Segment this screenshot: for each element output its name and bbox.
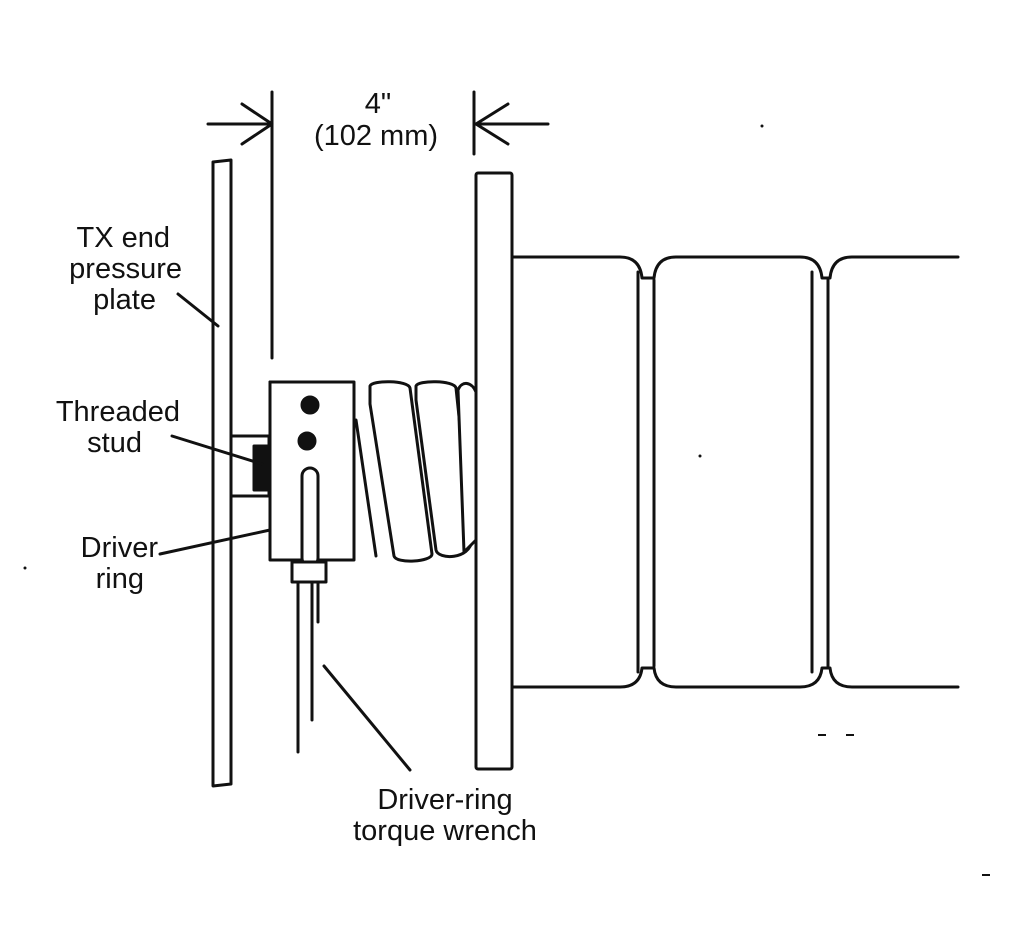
dimension-value: 4" xyxy=(364,88,392,120)
spiral-threads xyxy=(354,380,478,563)
dimension-marker xyxy=(206,90,550,360)
scan-specks xyxy=(23,124,990,876)
torque-wrench xyxy=(290,560,328,754)
threaded-stud-label-line-1: Threaded xyxy=(55,396,180,428)
corrugated-cable xyxy=(510,255,960,689)
pressure-plate xyxy=(211,158,233,788)
leader-lines xyxy=(158,292,412,772)
dimension-metric: (102 mm) xyxy=(313,120,439,152)
driver-ring-label-line-2: ring xyxy=(95,563,144,595)
flange-plate xyxy=(474,171,514,771)
pressure-plate-label-line-2: pressure xyxy=(69,253,182,285)
pressure-plate-label-line-1: TX end xyxy=(76,222,171,254)
torque-wrench-label-line-2: torque wrench xyxy=(353,815,537,847)
threaded-stud-label-line-2: stud xyxy=(87,427,142,459)
torque-wrench-label-line-1: Driver-ring xyxy=(377,784,513,816)
driver-ring-label-line-1: Driver xyxy=(80,532,158,564)
driver-ring-block xyxy=(268,380,356,568)
pressure-plate-label-line-3: plate xyxy=(93,284,156,316)
